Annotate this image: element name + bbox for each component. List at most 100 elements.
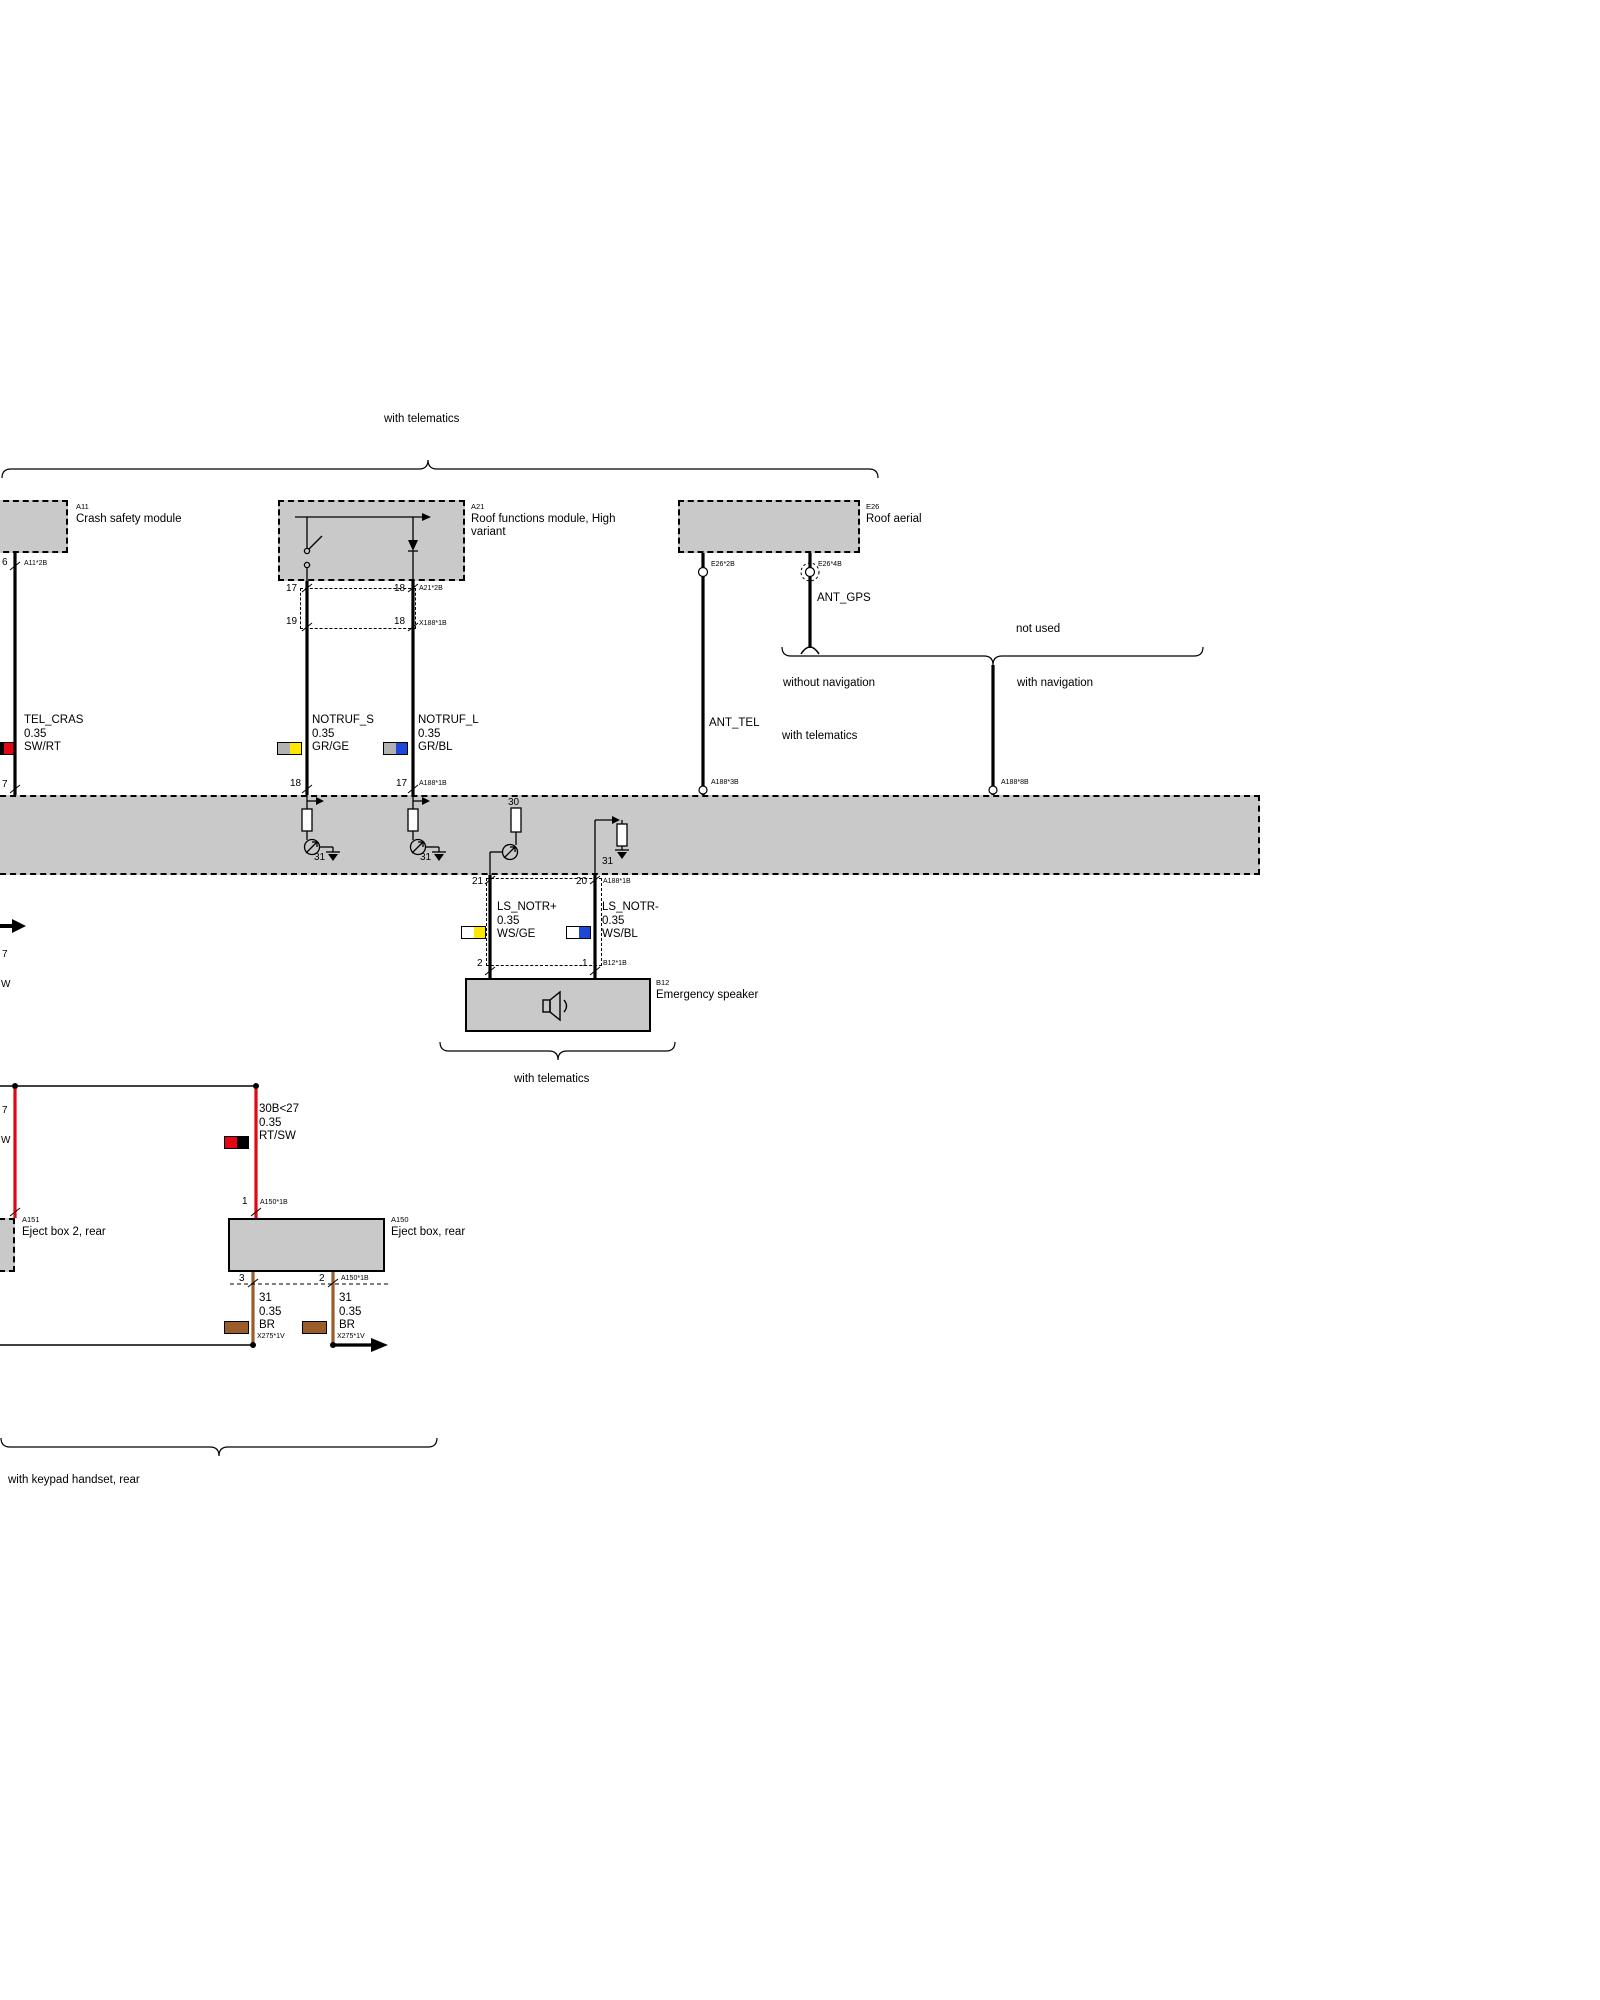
wire-color-swatch-31-left — [224, 1321, 249, 1334]
pin-a11-6: 6 — [2, 557, 8, 568]
pin-a188-20: 20 — [576, 876, 588, 887]
wires-red — [13, 1086, 258, 1218]
junction-dot — [253, 1083, 259, 1089]
swatch-red — [225, 1137, 237, 1148]
connector-circle-dashed — [800, 562, 820, 582]
curly-braces — [0, 459, 1204, 1457]
wire-size: 0.35 — [312, 727, 335, 740]
band-label-30: 30 — [508, 797, 520, 808]
swatch-white — [462, 927, 474, 938]
component-name-b12: Emergency speaker — [656, 989, 759, 1001]
wire-color-swatch-tel-cras — [0, 742, 16, 755]
wire-color: WS/BL — [602, 928, 638, 940]
component-code-a150: A150 — [391, 1215, 409, 1224]
wire-label-tel-cras: TEL_CRAS 0.35 SW/RT — [24, 714, 83, 755]
wire-color-swatch-31-right — [302, 1321, 327, 1334]
wire-label-ant-gps: ANT_GPS — [817, 592, 871, 604]
connector-circle-a188-3b — [698, 785, 708, 795]
pin-tick — [407, 784, 419, 794]
component-name-e26: Roof aerial — [866, 513, 922, 525]
wire-name: NOTRUF_L — [418, 714, 479, 726]
component-box-a11 — [0, 500, 68, 553]
connector-speaker-outline — [486, 878, 602, 966]
connector-e26-2b: E26*2B — [711, 561, 735, 568]
wire-color-swatch-notruf-l — [383, 742, 408, 755]
brace-top — [1, 459, 879, 479]
pin-x188-18: 18 — [394, 616, 406, 627]
pin-tick — [9, 561, 21, 571]
connector-a150-1b-bottom: A150*1B — [341, 1275, 369, 1282]
connector-x275-1v-right: X275*1V — [337, 1333, 365, 1340]
wire-color-swatch-30b27 — [224, 1136, 249, 1149]
swatch-red — [3, 743, 15, 754]
swatch-white — [567, 927, 579, 938]
label-without-navigation: without navigation — [783, 677, 876, 689]
wire-color-swatch-ls-minus — [566, 926, 591, 939]
band-label-31-c: 31 — [602, 856, 614, 867]
component-code-b12: B12 — [656, 978, 670, 987]
wire-size: 0.35 — [602, 914, 625, 927]
swatch-black — [0, 743, 4, 754]
junction-dot — [250, 1342, 256, 1348]
wire-size: 0.35 — [497, 914, 520, 927]
wire-color: GR/GE — [312, 741, 350, 753]
connector-b12-1b: B12*1B — [603, 960, 627, 967]
component-box-a21 — [278, 500, 465, 581]
component-name-a150: Eject box, rear — [391, 1226, 466, 1238]
arrow-right-icon — [371, 1338, 388, 1352]
swatch-gray — [278, 743, 290, 754]
component-code-e26: E26 — [866, 502, 880, 511]
wire-label-notruf-l: NOTRUF_L 0.35 GR/BL — [418, 714, 479, 755]
wire-name: TEL_CRAS — [24, 714, 84, 726]
swatch-blue — [578, 927, 590, 938]
connector-a188-8b: A188*8B — [1001, 779, 1029, 786]
pin-a188-17: 17 — [396, 778, 408, 789]
connector-x188-1b: X188*1B — [419, 620, 447, 627]
edge-fragment-2: W — [1, 979, 11, 990]
wire-name: LS_NOTR- — [602, 901, 659, 913]
pin-tick — [327, 1278, 339, 1288]
swatch-brown — [225, 1322, 237, 1333]
wire-color: WS/GE — [497, 928, 536, 940]
brace-speaker — [439, 1041, 676, 1061]
swatch-black — [236, 1137, 248, 1148]
pin-a150-2: 2 — [319, 1273, 325, 1284]
component-box-a151 — [0, 1218, 15, 1272]
wire-size: 0.35 — [24, 727, 47, 740]
wire-size: 0.35 — [259, 1116, 282, 1129]
pin-b12-1: 1 — [582, 958, 588, 969]
component-code-a151: A151 — [22, 1215, 40, 1224]
junction-dot — [12, 1083, 18, 1089]
component-code-a21: A21 — [471, 502, 485, 511]
junction-dot — [330, 1342, 336, 1348]
pin-b12-2: 2 — [477, 958, 483, 969]
wire-color: RT/SW — [259, 1130, 296, 1142]
component-name-a21-line1: Roof functions module, High — [471, 513, 616, 525]
swatch-brown — [236, 1322, 248, 1333]
pin-tick — [9, 1207, 21, 1217]
pin-a21-18: 18 — [394, 583, 406, 594]
wire-color: SW/RT — [24, 741, 61, 753]
connector-a188-1b-bottom: A188*1B — [603, 878, 631, 885]
wire-label-31-right: 31 0.35 BR — [339, 1292, 361, 1333]
pin-a150-3: 3 — [239, 1273, 245, 1284]
component-name-a151: Eject box 2, rear — [22, 1226, 106, 1238]
pin-tick — [250, 1207, 262, 1217]
swatch-brown — [303, 1322, 315, 1333]
wire-label-31-left: 31 0.35 BR — [259, 1292, 281, 1333]
wire-color: GR/BL — [418, 741, 453, 753]
connector-x188-outline — [300, 588, 416, 629]
pin-tick — [247, 1278, 259, 1288]
edge-fragment-1: 7 — [2, 949, 8, 960]
wire-name: 31 — [339, 1292, 352, 1304]
wire-color-swatch-notruf-s — [277, 742, 302, 755]
wire-color-swatch-ls-plus — [461, 926, 486, 939]
connector-a11-2b: A11*2B — [24, 560, 48, 567]
connector-x275-1v-left: X275*1V — [257, 1333, 285, 1340]
brace-label-keypad-handset: with keypad handset, rear — [8, 1474, 140, 1486]
pin-tick — [301, 784, 313, 794]
connector-a21-2b: A21*2B — [419, 585, 443, 592]
control-module-band-a188 — [0, 795, 1260, 875]
